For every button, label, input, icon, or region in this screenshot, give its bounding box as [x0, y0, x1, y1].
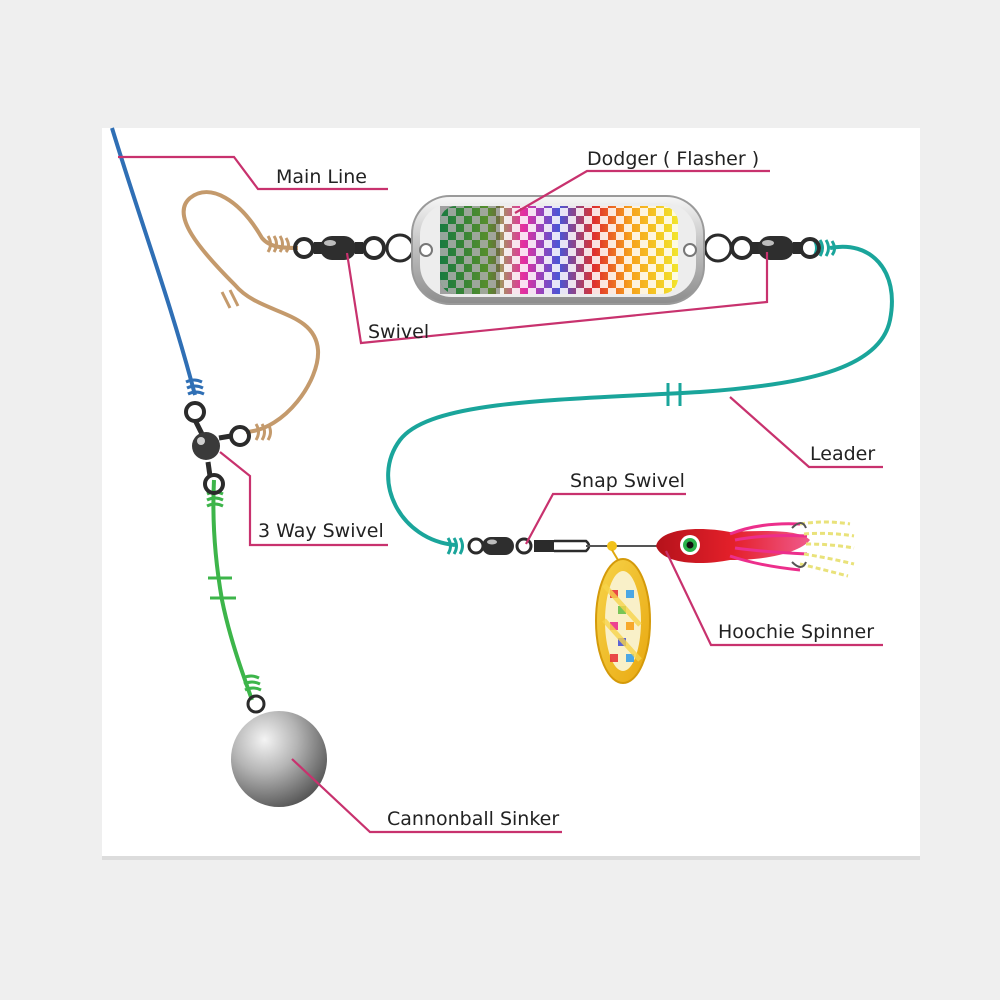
- leader-line: [386, 244, 894, 547]
- three-way-swivel: [184, 401, 251, 495]
- pointer-leader: [729, 396, 883, 469]
- pointer-hoochie-spinner: [665, 550, 883, 647]
- pointer-snap-swivel: [525, 492, 686, 545]
- dropper-wrap-bottom: [254, 423, 272, 441]
- leader-line-clip: [666, 383, 682, 406]
- snap-swivel: [467, 537, 660, 555]
- label-snap-swivel: Snap Swivel: [570, 470, 685, 492]
- label-swivel: Swivel: [368, 321, 429, 343]
- pointer-swivel: [345, 252, 769, 345]
- label-leader: Leader: [810, 443, 875, 465]
- main-line-wrap: [185, 378, 205, 396]
- label-dodger: Dodger ( Flasher ): [587, 148, 759, 170]
- sinker-wrap-bottom: [242, 674, 262, 692]
- pointer-dodger: [514, 169, 770, 214]
- label-hoochie-spinner: Hoochie Spinner: [718, 621, 874, 643]
- dropper-line-clip: [220, 289, 240, 309]
- sinker-line-clip: [208, 576, 236, 600]
- dodger-flasher: [411, 195, 705, 305]
- main-line: [110, 127, 197, 396]
- spinner-blade: [595, 541, 651, 684]
- leader-wrap-bottom: [446, 537, 464, 555]
- dropper-wrap-top: [266, 235, 290, 253]
- dropper-line: [181, 190, 321, 434]
- hoochie-lure: [656, 520, 855, 578]
- panel-shadow: [102, 856, 920, 860]
- label-cannonball-sinker: Cannonball Sinker: [387, 808, 559, 830]
- pointer-three-way-swivel: [219, 451, 388, 547]
- cannonball-sinker: [231, 694, 327, 807]
- label-three-way-swivel: 3 Way Swivel: [258, 520, 384, 542]
- label-main-line: Main Line: [276, 166, 367, 188]
- pointer-cannonball-sinker: [291, 758, 562, 834]
- pointer-main-line: [118, 155, 388, 191]
